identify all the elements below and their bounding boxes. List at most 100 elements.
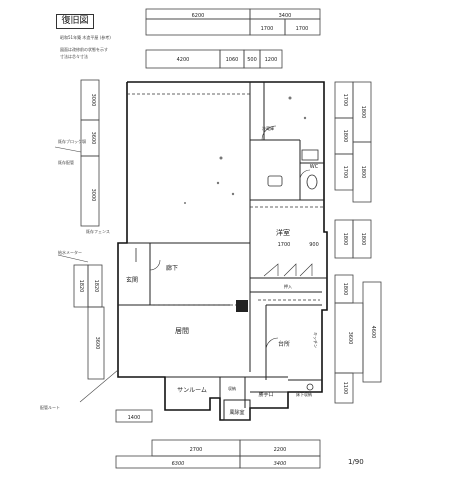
dimension-frames [73,8,382,469]
left-note-1: 既存ブロック塀 [58,139,86,144]
dim-frame-bottom-5 [239,455,321,469]
dim-label: 3600 [90,132,96,145]
dim-frame-left-6 [87,306,105,380]
dim-label: 1400 [128,415,141,421]
room-shunou: 収納 [228,385,236,391]
dim-label: 4600 [370,326,376,339]
room-kyoma: 居間 [175,327,189,335]
room-katteguchi: 勝手口 [258,391,273,398]
mark [216,181,220,185]
fuuroba-outline [223,399,251,421]
header-note-1: 昭和51年築 木造平屋 (参考) [60,35,111,40]
dim-label: 1200 [265,57,278,63]
exterior-walls [117,81,328,421]
door-swing [299,263,313,277]
room-daidokoro: 台所 [278,340,290,348]
dim-frame-right-5 [352,141,372,203]
dim-label: 1060 [226,57,239,63]
door-swing [265,337,279,351]
dim-label: 1800 [360,106,366,119]
dim-frame-right-7 [352,219,372,259]
door-swing [299,169,311,181]
drawing-title: 復旧図 [56,14,94,29]
dim-label: 1800 [360,166,366,179]
fixtures [135,149,319,391]
dim-frame-top-9 [259,49,283,69]
dim-label: 1700 [278,242,291,248]
dim-label: 6300 [172,461,185,467]
room-rouka: 廊下 [166,264,178,272]
toilet-fixture [306,174,318,190]
dim-label: 1700 [342,166,348,179]
dim-frame-left-3 [80,155,100,227]
room-oshiire: 押入 [284,283,292,289]
room-wc: WC [310,164,319,170]
mark [231,192,235,196]
leader-lines [54,146,119,403]
mark [184,202,186,204]
interior-walls [118,82,327,421]
dim-label: 500 [247,57,257,63]
dim-label: 3400 [274,461,287,467]
header-note-3: 寸法は芯々寸法 [60,54,88,59]
header-note-2: 図面は改修前の状態を示す [60,47,108,52]
door-swing [283,263,297,277]
left-note-3: 既存フェンス [86,229,110,234]
leader [57,254,89,263]
dim-label: 3600 [347,332,353,345]
left-note-5: 配管ルート [40,405,60,410]
washer-fixture [301,149,319,161]
left-note-4: 給水メーター [58,250,82,255]
room-reizouko: 冷蔵庫 [262,125,274,131]
dim-label: 900 [309,242,319,248]
dim-frame-right-11 [334,372,354,404]
room-shitaya: 床下収納 [296,391,312,397]
dim-label: 1800 [342,233,348,246]
dim-label: 1800 [342,130,348,143]
scale-label: 1/90 [348,458,364,466]
sink-fixture [267,175,283,187]
door-swing [261,125,277,141]
dim-label: 1800 [360,233,366,246]
dim-label: 1820 [93,280,99,293]
dim-label: 3600 [94,337,100,350]
left-note-2: 既存配管 [58,160,74,165]
existing-marks [184,96,307,204]
room-kitchen: キッチン [313,332,318,348]
door-swing [263,263,279,277]
dim-label: 2200 [274,447,287,453]
outer-wall [117,81,328,421]
dim-frame-top-5 [284,18,321,36]
dim-label: 3400 [279,13,292,19]
mark [303,116,307,120]
leader [79,369,119,403]
dim-label: 1700 [296,26,309,32]
room-washitsu: 洋室 [276,228,290,237]
door-swing [149,259,161,271]
dim-label: 1700 [342,94,348,107]
dim-label: 1820 [78,280,84,293]
door-swings [149,125,313,351]
leader [54,146,82,153]
column-stair-block [236,300,248,312]
dim-label: 4200 [177,57,190,63]
dashed-lines [127,93,324,306]
dim-label: 1700 [261,26,274,32]
dim-label: 3000 [90,189,96,202]
dim-label: 3000 [90,94,96,107]
mark [288,96,292,100]
dim-label: 6200 [192,13,205,19]
floor-hatch-fixture [306,383,314,391]
dim-label: 1800 [342,283,348,296]
dim-label: 2700 [190,447,203,453]
room-sunroom: サンルーム [177,387,207,394]
dim-frame-top-3 [145,18,251,36]
dim-label: 1100 [342,382,348,395]
dimension-labels: 6200 3400 1700 1700 4200 1060 500 1200 3… [78,13,376,467]
mark [219,156,223,160]
room-genkan: 玄関 [126,276,138,284]
dim-frame-bottom-1 [115,409,153,423]
room-fuuroba: 風除室 [229,409,244,416]
